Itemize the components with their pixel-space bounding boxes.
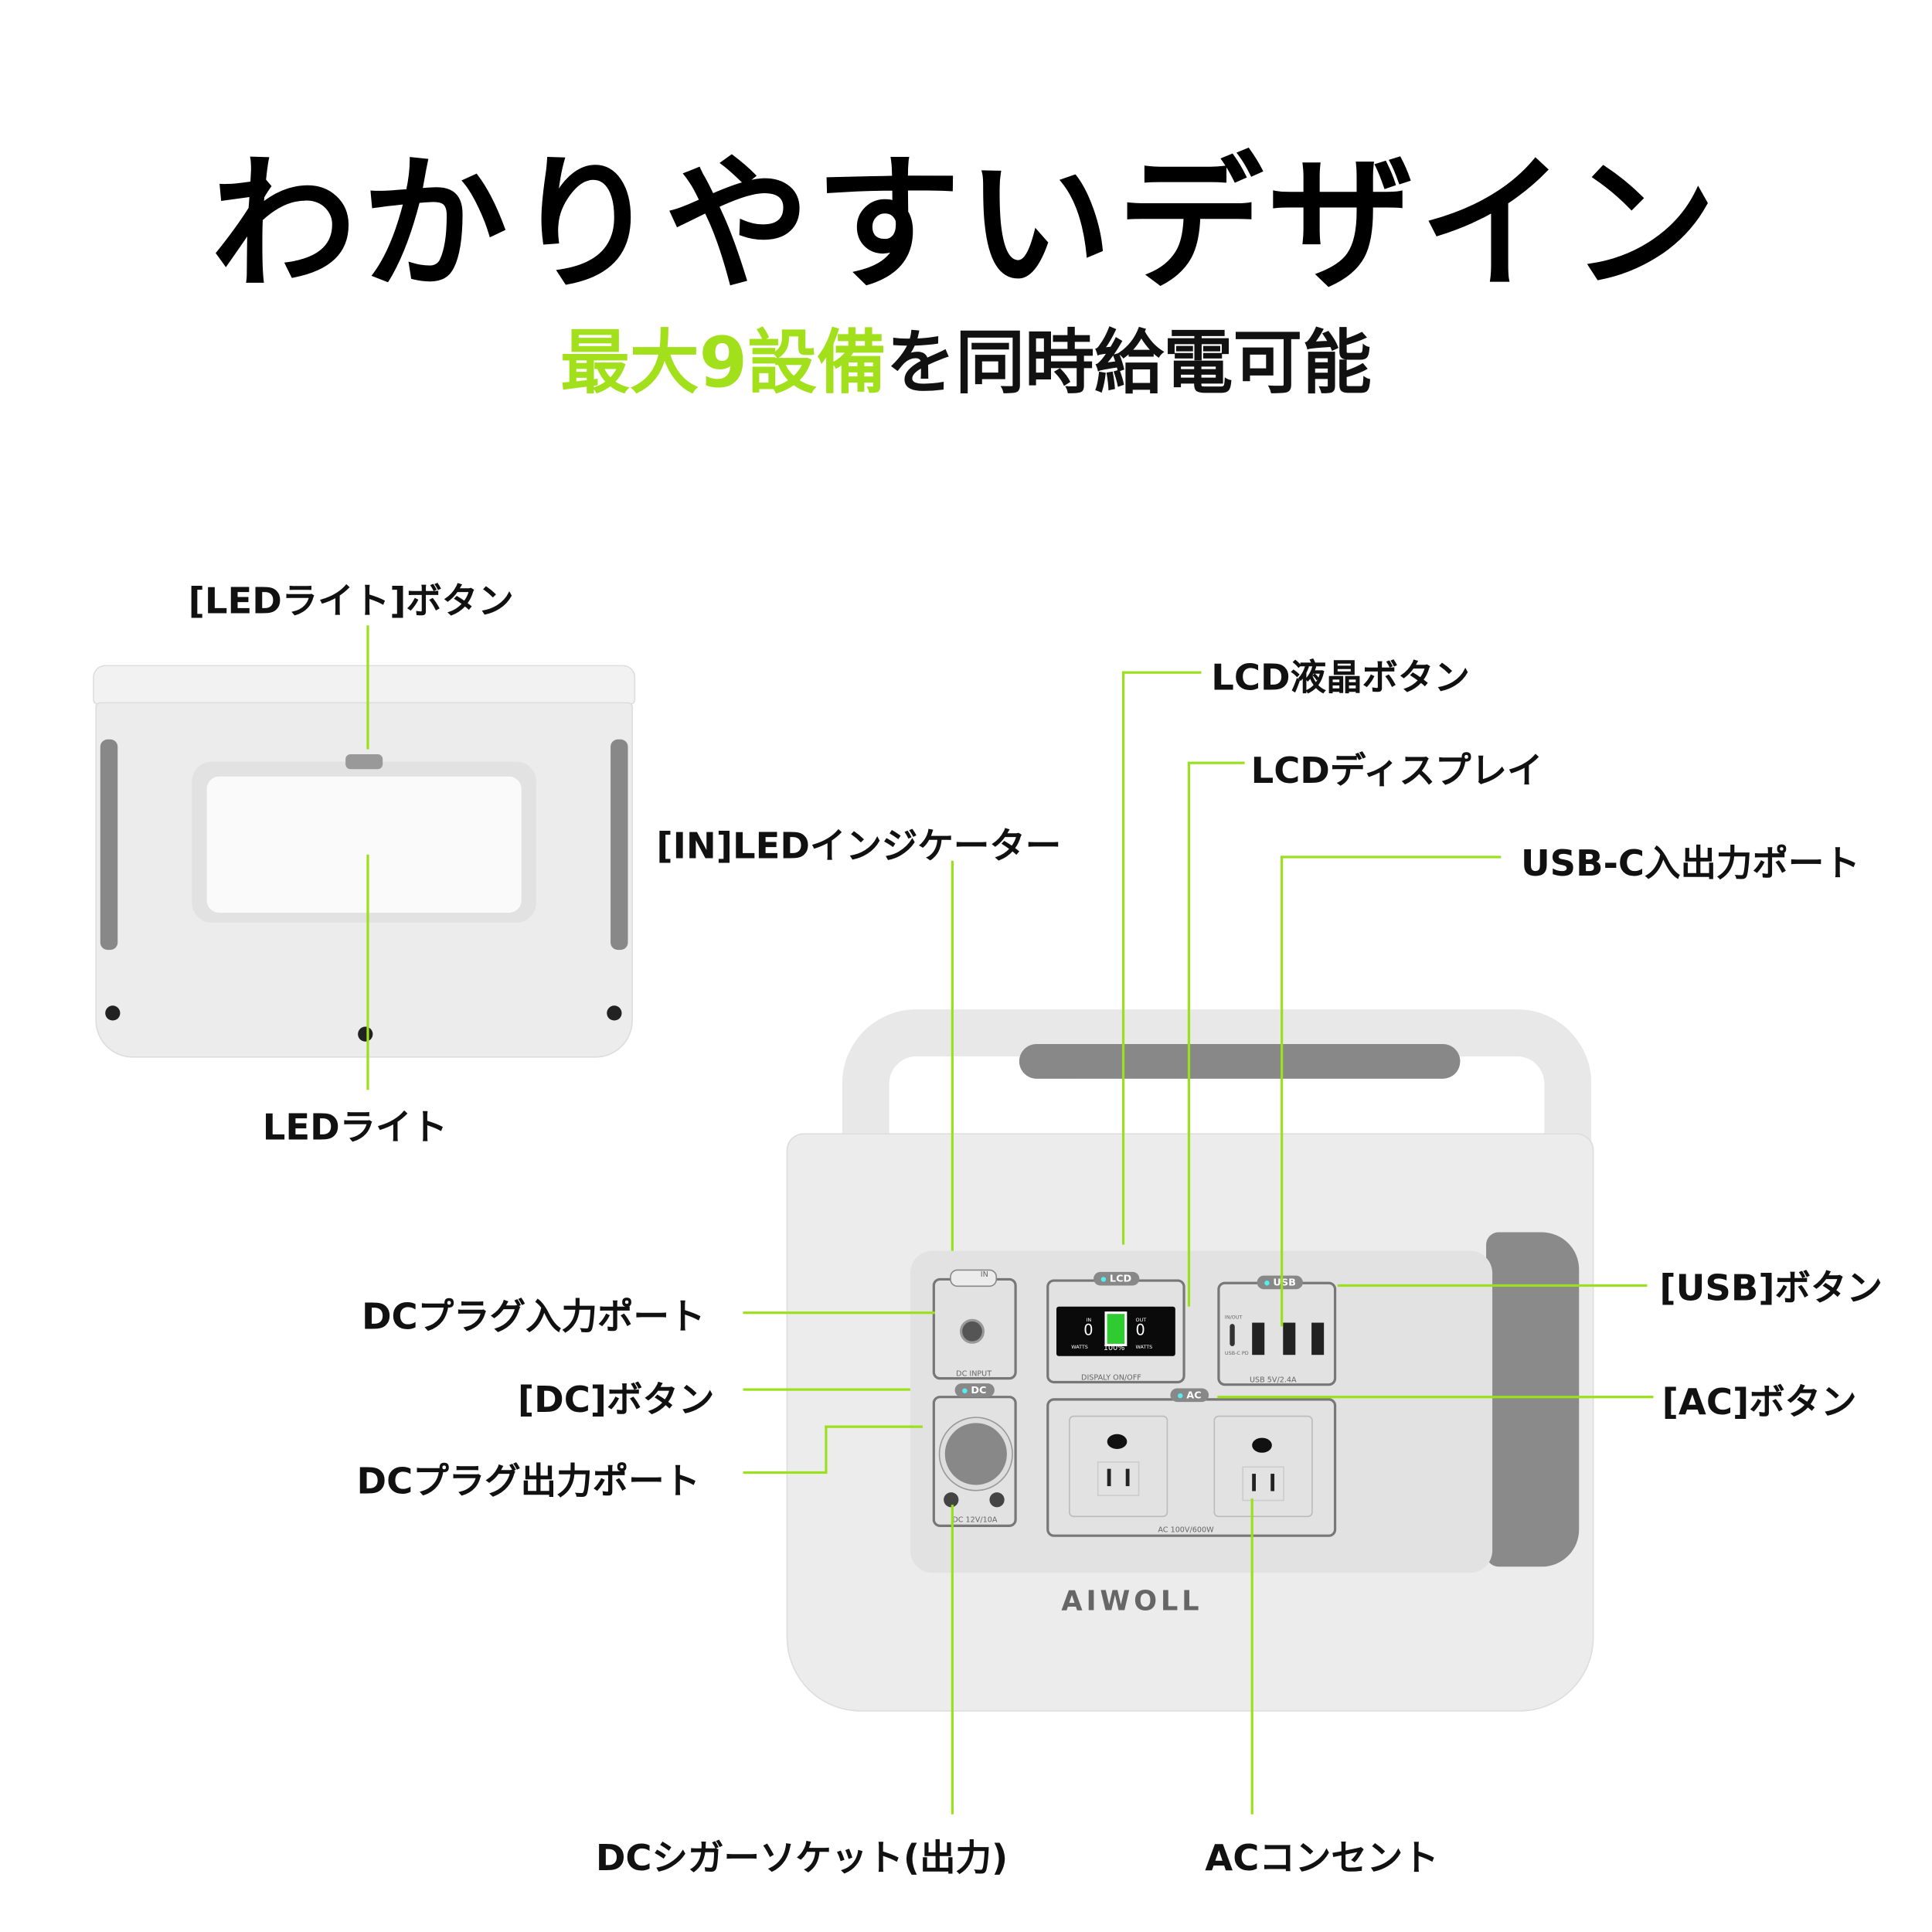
label-ac-button: [AC]ボタン	[1662, 1380, 1857, 1423]
label-dc-output: DCプラグ出力ポート	[356, 1460, 701, 1502]
led-light-panel	[206, 776, 522, 913]
usb-c-port[interactable]	[1230, 1324, 1235, 1346]
subtitle: 最大9設備を同時給電可能	[0, 307, 1932, 407]
led-button[interactable]	[345, 753, 383, 770]
label-led-light: LEDライト	[262, 1106, 448, 1148]
dc-output-port[interactable]	[989, 1492, 1005, 1508]
usb-a-port[interactable]	[1252, 1322, 1265, 1355]
brand-logo: AIWOLL	[1061, 1586, 1203, 1617]
cigar-socket[interactable]	[940, 1417, 1012, 1490]
usb-rating-text: USB 5V/2.4A	[1249, 1376, 1297, 1385]
label-led-button: [LEDライト]ボタン	[188, 579, 514, 622]
label-usbc-port: USB-C入出力ポート	[1520, 842, 1860, 885]
usb-a-port[interactable]	[1283, 1322, 1296, 1355]
ac-rating-text: AC 100V/600W	[1158, 1526, 1214, 1535]
label-dc-input: DCプラグ入力ポート	[361, 1295, 706, 1338]
device-top-view	[93, 665, 636, 1062]
usbc-inout-text: IN/OUT	[1224, 1314, 1243, 1321]
in-led-indicator: IN	[980, 1270, 988, 1280]
dc-input-port[interactable]	[959, 1318, 985, 1344]
usb-a-port[interactable]	[1311, 1322, 1325, 1355]
ac-outlet[interactable]	[1069, 1415, 1168, 1518]
dc-rating-text: DC 12V/10A	[952, 1515, 998, 1525]
subtitle-rest: を同時給電可能	[886, 323, 1372, 404]
label-in-led: [IN]LEDインジケーター	[656, 825, 1062, 867]
page-title: わかりやすいデザイン	[210, 138, 1722, 310]
label-dc-button: [DC]ボタン	[517, 1378, 715, 1421]
lcd-unit: WATTS	[1071, 1343, 1088, 1350]
label-usb-button: [USB]ボタン	[1659, 1267, 1883, 1309]
usb-button[interactable]: USB	[1257, 1275, 1304, 1290]
label-ac-outlet: ACコンセント	[1205, 1836, 1439, 1879]
label-lcd-display: LCDディスプレイ	[1250, 749, 1543, 792]
ac-button[interactable]: AC	[1170, 1388, 1209, 1403]
lcd-out-value: 0	[1135, 1321, 1145, 1339]
label-cigar-socket: DCシガーソケット(出力)	[595, 1836, 1009, 1879]
lcd-unit: WATTS	[1135, 1343, 1153, 1350]
dc-output-port[interactable]	[944, 1492, 959, 1508]
lcd-button[interactable]: LCD	[1094, 1271, 1139, 1286]
battery-icon	[1104, 1311, 1128, 1346]
display-onoff-text: DISPALY ON/OFF	[1081, 1373, 1141, 1383]
lcd-battery-percent: 100%	[1103, 1343, 1125, 1352]
lcd-in-value: 0	[1083, 1321, 1094, 1339]
lcd-in-label: IN	[1086, 1316, 1092, 1323]
ac-outlet[interactable]	[1213, 1415, 1313, 1518]
usbc-pd-text: USB-C PD	[1224, 1349, 1249, 1356]
label-lcd-button: LCD液晶ボタン	[1211, 656, 1470, 699]
dc-button[interactable]: DC	[954, 1383, 995, 1397]
dc-input-text: DC INPUT	[956, 1369, 992, 1379]
lcd-display: IN 0 WATTS 100% OUT 0 WATTS	[1056, 1306, 1175, 1356]
lcd-out-label: OUT	[1135, 1316, 1147, 1323]
subtitle-highlight: 最大9設備	[560, 323, 886, 404]
